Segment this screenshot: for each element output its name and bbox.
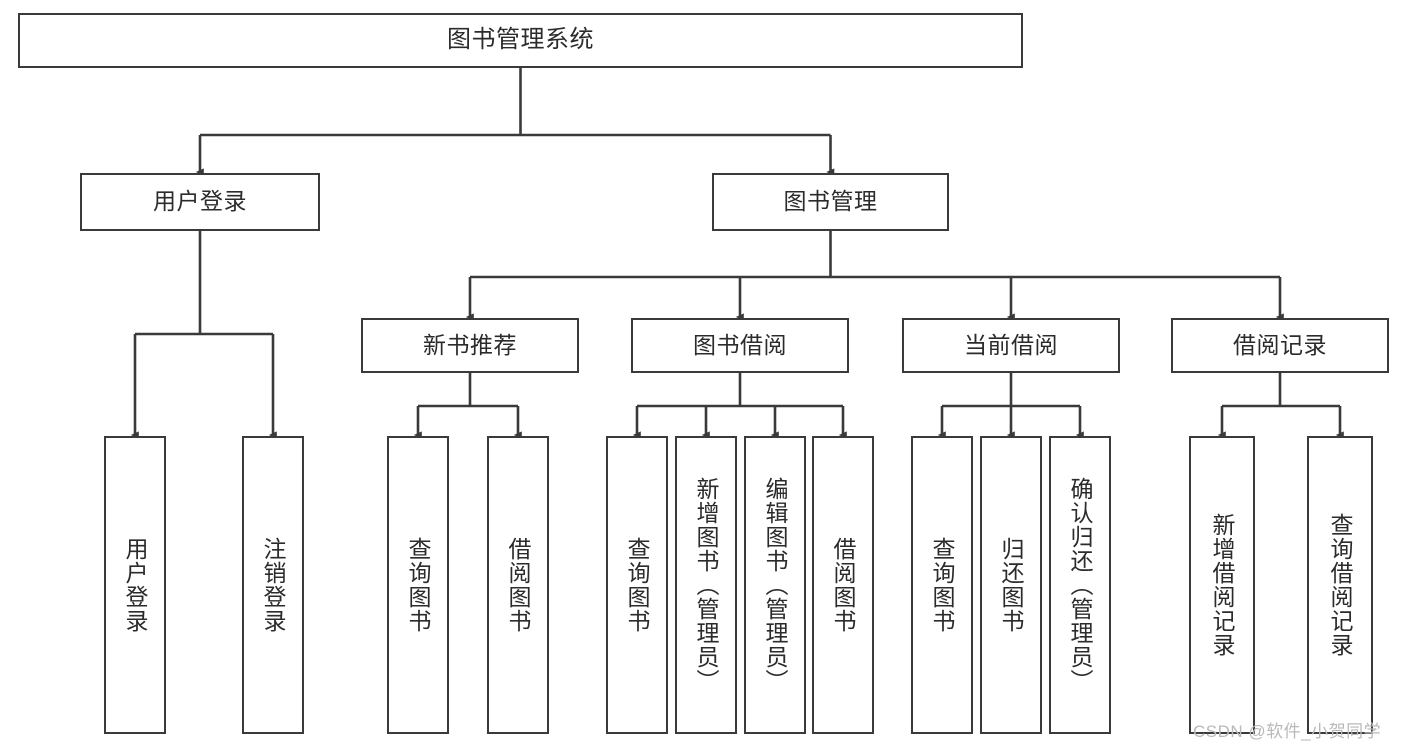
node-label: 借阅图书: [505, 537, 532, 633]
node-label: 新书推荐: [423, 331, 517, 358]
node-label: 图书管理: [783, 188, 878, 215]
node-label: 注销登录: [260, 537, 287, 633]
node-label: 查询图书: [405, 537, 432, 633]
node-label: 查询借阅记录: [1327, 513, 1354, 657]
node-label: 查询图书: [929, 537, 956, 633]
node-user-login[interactable]: 用户登录: [80, 173, 320, 231]
node-label: 编辑图书（管理员）: [762, 477, 789, 693]
node-label: 查询图书: [624, 537, 651, 633]
node-book-borrow[interactable]: 图书借阅: [631, 318, 849, 373]
node-current-borrow[interactable]: 当前借阅: [902, 318, 1120, 373]
node-label: 借阅图书: [830, 537, 857, 633]
node-leaf-record-query[interactable]: 查询借阅记录: [1307, 436, 1373, 734]
node-label: 归还图书: [998, 537, 1025, 633]
node-label: 借阅记录: [1233, 331, 1327, 358]
node-leaf-borrow-borrow-book[interactable]: 借阅图书: [812, 436, 874, 734]
node-new-book-recommend[interactable]: 新书推荐: [361, 318, 579, 373]
node-leaf-current-confirm-return[interactable]: 确认归还（管理员）: [1049, 436, 1111, 734]
node-leaf-current-return-book[interactable]: 归还图书: [980, 436, 1042, 734]
node-label: 当前借阅: [964, 331, 1058, 358]
node-book-manage[interactable]: 图书管理: [712, 173, 949, 231]
node-leaf-recommend-query-book[interactable]: 查询图书: [387, 436, 449, 734]
node-leaf-borrow-add-book[interactable]: 新增图书（管理员）: [675, 436, 737, 734]
node-leaf-borrow-query-book[interactable]: 查询图书: [606, 436, 668, 734]
node-label: 用户登录: [122, 537, 149, 633]
node-leaf-recommend-borrow-book[interactable]: 借阅图书: [487, 436, 549, 734]
node-leaf-borrow-edit-book[interactable]: 编辑图书（管理员）: [744, 436, 806, 734]
node-borrow-record[interactable]: 借阅记录: [1171, 318, 1389, 373]
node-leaf-current-query-book[interactable]: 查询图书: [911, 436, 973, 734]
node-label: 新增借阅记录: [1209, 513, 1236, 657]
node-label: 确认归还（管理员）: [1067, 477, 1094, 693]
node-label: 图书管理系统: [447, 26, 594, 54]
connector-lines: [130, 68, 1344, 439]
node-leaf-user-login[interactable]: 用户登录: [104, 436, 166, 734]
node-label: 新增图书（管理员）: [693, 477, 720, 693]
node-label: 用户登录: [153, 188, 247, 215]
node-leaf-record-add[interactable]: 新增借阅记录: [1189, 436, 1255, 734]
node-label: 图书借阅: [693, 331, 787, 358]
node-leaf-logout[interactable]: 注销登录: [242, 436, 304, 734]
node-root[interactable]: 图书管理系统: [18, 13, 1023, 68]
